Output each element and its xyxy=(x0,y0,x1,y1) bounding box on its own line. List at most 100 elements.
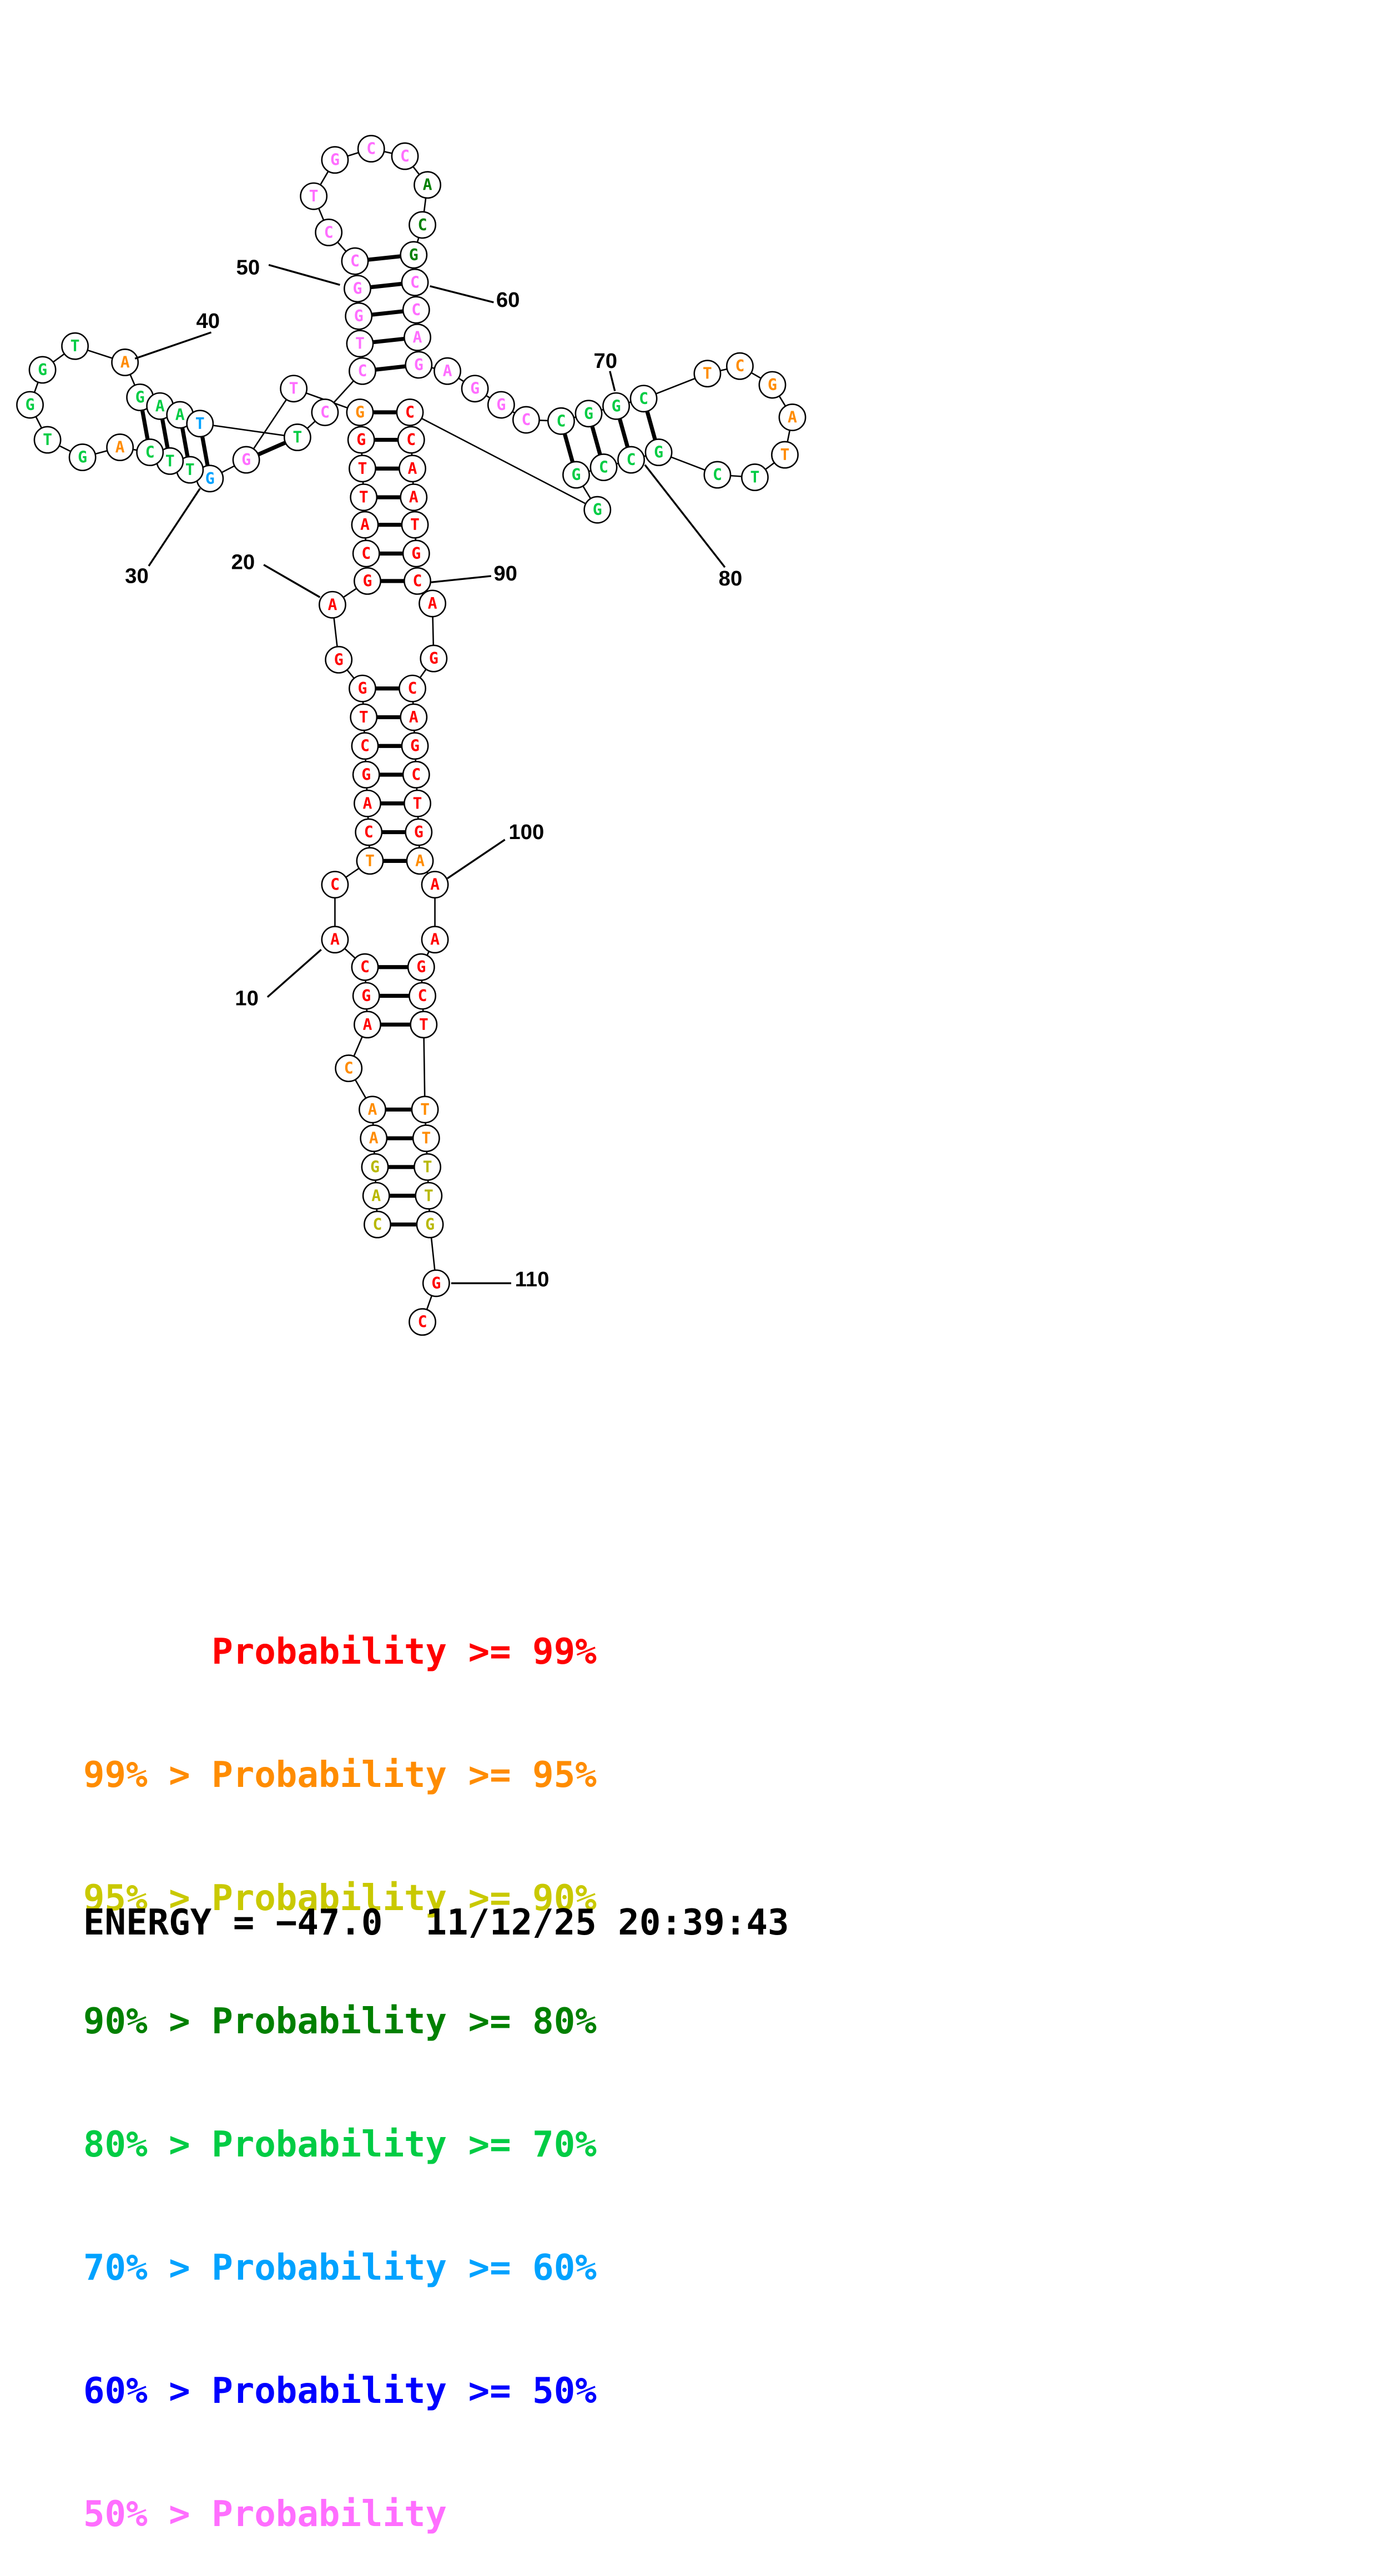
backbone-segment xyxy=(245,388,295,461)
nucleotide-letter: A xyxy=(120,353,130,371)
nucleotide-letter: A xyxy=(327,595,337,614)
nucleotide-letter: T xyxy=(293,428,302,447)
nucleotide-letter: G xyxy=(414,823,424,841)
nucleotide-circle xyxy=(318,590,346,619)
nucleotide-letter: T xyxy=(365,852,375,870)
nucleotide-letter: T xyxy=(195,415,205,433)
nucleotide-circle xyxy=(401,511,429,539)
nucleotide-letter: A xyxy=(368,1100,377,1119)
nucleotide-circle xyxy=(420,644,448,673)
nucleotide-circle xyxy=(106,433,134,462)
nucleotide-letter: T xyxy=(410,516,420,534)
nucleotide-letter: C xyxy=(599,458,608,477)
nucleotide-letter: G xyxy=(654,443,663,462)
nucleotide-circle xyxy=(693,360,722,388)
legend-line-p60: 70% > Probability >= 60% xyxy=(83,2247,597,2289)
nucleotide-circle xyxy=(414,1153,441,1181)
nucleotide-letter: G xyxy=(416,958,426,976)
nucleotide-circle xyxy=(362,1181,390,1210)
sequence-number-label: 110 xyxy=(515,1267,550,1291)
nucleotide-circle xyxy=(232,446,260,474)
nucleotide-letter: G xyxy=(409,246,419,264)
label-leader-line xyxy=(609,371,616,392)
nucleotide-letter: G xyxy=(612,397,621,415)
nucleotide-circle xyxy=(111,348,139,376)
nucleotide-circle xyxy=(345,302,373,330)
nucleotide-circle xyxy=(352,539,380,568)
nucleotide-letter: G xyxy=(414,356,424,374)
nucleotide-circle xyxy=(354,1011,381,1039)
nucleotide-letter: T xyxy=(289,380,299,398)
nucleotide-letter: G xyxy=(330,151,340,169)
nucleotide-circle xyxy=(350,483,378,512)
nucleotide-letter: C xyxy=(418,216,427,234)
nucleotide-letter: G xyxy=(431,1274,441,1292)
nucleotide-circle xyxy=(350,703,378,731)
nucleotide-letter: G xyxy=(354,307,364,325)
nucleotide-letter: T xyxy=(43,431,52,449)
nucleotide-letter: C xyxy=(366,139,376,158)
nucleotide-letter: G xyxy=(357,679,367,698)
nucleotide-circle xyxy=(411,1095,439,1124)
nucleotide-circle xyxy=(400,241,428,269)
sequence-number-label: 10 xyxy=(235,987,259,1011)
nucleotide-circle xyxy=(741,463,769,492)
nucleotide-circle xyxy=(602,392,630,420)
nucleotide-circle xyxy=(574,400,603,428)
nucleotide-letter: A xyxy=(423,176,432,194)
nucleotide-letter: T xyxy=(309,187,319,205)
energy-text: ENERGY = −47.0 11/12/25 20:39:43 xyxy=(83,1902,789,1943)
nucleotide-letter: C xyxy=(411,301,421,319)
backbone-segment xyxy=(200,423,298,438)
nucleotide-circle xyxy=(405,351,433,379)
label-leader-line xyxy=(644,464,726,568)
nucleotide-circle xyxy=(415,1181,443,1210)
nucleotide-letter: C xyxy=(361,544,371,563)
nucleotide-circle xyxy=(321,146,349,174)
sequence-number-label: 100 xyxy=(508,820,544,844)
nucleotide-letter: C xyxy=(405,403,415,422)
nucleotide-circle xyxy=(402,296,430,324)
nucleotide-letter: C xyxy=(357,362,367,380)
nucleotide-circle xyxy=(583,496,612,524)
nucleotide-circle xyxy=(414,171,441,199)
nucleotide-circle xyxy=(419,589,446,618)
nucleotide-letter: T xyxy=(413,794,422,812)
sequence-number-label: 40 xyxy=(196,309,220,333)
nucleotide-circle xyxy=(300,182,328,210)
legend-line-p90: 95% > Probability >= 90% xyxy=(83,1878,597,1919)
nucleotide-letter: A xyxy=(409,708,419,726)
nucleotide-letter: C xyxy=(521,411,531,429)
nucleotide-letter: C xyxy=(320,403,330,422)
sequence-number-label: 20 xyxy=(231,550,255,574)
nucleotide-letter: C xyxy=(408,679,417,698)
nucleotide-letter: G xyxy=(496,396,506,414)
nucleotide-circle xyxy=(349,357,376,385)
label-leader-line xyxy=(266,948,322,998)
nucleotide-circle xyxy=(349,454,376,483)
nucleotide-circle xyxy=(644,438,673,467)
nucleotide-circle xyxy=(400,483,428,512)
nucleotide-circle xyxy=(396,398,424,426)
nucleotide-circle xyxy=(321,926,349,954)
nucleotide-circle xyxy=(360,1124,388,1153)
nucleotide-circle xyxy=(355,818,383,846)
nucleotide-circle xyxy=(351,732,379,760)
nucleotide-letter: T xyxy=(750,468,759,487)
nucleotide-circle xyxy=(359,1095,386,1124)
nucleotide-letter: C xyxy=(400,147,410,165)
nucleotide-circle xyxy=(335,1054,363,1083)
nucleotide-letter: C xyxy=(639,390,648,408)
nucleotide-letter: C xyxy=(713,466,722,484)
nucleotide-letter: C xyxy=(410,273,420,291)
nucleotide-circle xyxy=(325,645,353,674)
nucleotide-letter: A xyxy=(371,1186,381,1205)
label-leader-line xyxy=(134,331,212,360)
structure-plot: CAGAACAGCACTCAGCTGGAGCATTGGTGGTTCAGTGGTA… xyxy=(16,135,807,1336)
nucleotide-letter: C xyxy=(735,357,744,375)
nucleotide-letter: G xyxy=(584,405,593,423)
nucleotide-circle xyxy=(315,218,343,246)
nucleotide-letter: G xyxy=(768,376,777,394)
nucleotide-letter: T xyxy=(424,1186,434,1205)
nucleotide-circle xyxy=(562,461,590,489)
